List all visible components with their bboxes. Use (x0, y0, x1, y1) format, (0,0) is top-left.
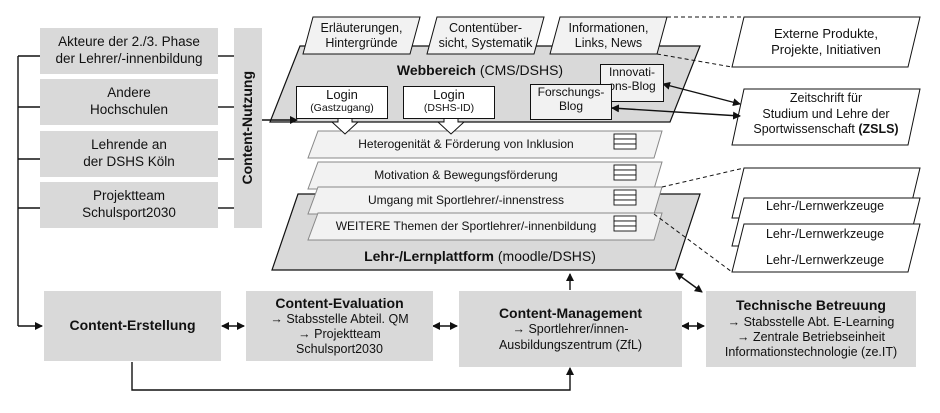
actor-box-phase: Akteure der 2./3. Phase der Lehrer/-inne… (40, 28, 218, 74)
tab-erlaeuterungen-shape (302, 16, 421, 55)
login-dshs-button[interactable]: Login (DSHS-ID) (403, 86, 495, 119)
technische-betreuung-body: → Stabsstelle Abt. E-Learning → Zentrale… (724, 314, 898, 360)
theme-strip-4 (307, 212, 663, 241)
content-management-box: Content-Management → Sportlehrer/innen- … (459, 291, 682, 367)
actor-box-lehrende: Lehrende an der DSHS Köln (40, 131, 218, 177)
content-erstellung-title: Content-Erstellung (69, 317, 196, 334)
actor-label-lehrende: Lehrende an der DSHS Köln (83, 137, 175, 169)
left-bracket-lines (17, 55, 234, 330)
content-evaluation-body: → Stabsstelle Abteil. QM → Projektteam S… (270, 312, 409, 357)
content-management-body: → Sportlehrer/innen- Ausbildungszentrum … (498, 322, 643, 352)
technische-betreuung-title: Technische Betreuung (736, 297, 886, 314)
theme-label-motivation[interactable]: Motivation & Bewegungsförderung (374, 168, 558, 183)
content-erstellung-box: Content-Erstellung (44, 291, 221, 361)
login-dshs-sub: (DSHS-ID) (423, 102, 475, 114)
research-blog[interactable]: Forschungs- Blog (530, 84, 612, 120)
theme-strip-1 (307, 130, 663, 159)
theme-label-stress[interactable]: Umgang mit Sportlehrer/-innenstress (367, 193, 565, 208)
actor-box-projektteam: Projektteam Schulsport2030 (40, 182, 218, 228)
webbereich-title-bold: Webbereich (396, 62, 476, 78)
login-guest-title: Login (326, 87, 358, 102)
content-nutzung-label: Content-Nutzung (239, 71, 256, 185)
external-products-shape (731, 16, 921, 68)
zeitschrift-abbr: (ZSLS) (858, 122, 899, 137)
theme-label-weitere[interactable]: WEITERE Themen der Sportlehrer/-innenbil… (335, 219, 597, 234)
login-guest-button[interactable]: Login (Gastzugang) (296, 86, 388, 119)
dashed-connectors (653, 16, 745, 273)
actor-label-projektteam: Projektteam Schulsport2030 (82, 188, 176, 220)
webbereich-title: Webbereich (CMS/DSHS) (360, 62, 600, 78)
zeitschrift-shape (731, 88, 921, 146)
tab-informationen[interactable]: Informationen, Links, News (568, 20, 649, 50)
webbereich-title-rest: (CMS/DSHS) (475, 62, 564, 78)
login-dshs-title: Login (433, 87, 465, 102)
tab-erlaeuterungen[interactable]: Erläuterungen, Hintergründe (320, 20, 403, 50)
lernplattform-title: Lehr-/Lernplattform (moodle/DSHS) (330, 248, 630, 264)
lernplattform-title-rest: (moodle/DSHS) (493, 248, 596, 264)
content-evaluation-box: Content-Evaluation → Stabsstelle Abteil.… (246, 291, 433, 361)
actor-label-hochschulen: Andere Hochschulen (89, 85, 169, 117)
tab-contentuebersicht-shape (426, 16, 545, 55)
login-guest-sub: (Gastzugang) (310, 102, 374, 114)
external-products-label: Externe Produkte, Projekte, Initiativen (771, 26, 881, 57)
content-management-title: Content-Management (498, 304, 643, 321)
arrows (131, 81, 741, 391)
tools-label-3: Lehr-/Lernwerkzeuge (765, 252, 885, 267)
tab-contentuebersicht[interactable]: Contentüber- sicht, Systematik (438, 20, 533, 50)
lernplattform-title-bold: Lehr-/Lernplattform (364, 248, 494, 264)
tools-label-2: Lehr-/Lernwerkzeuge (765, 226, 885, 241)
zeitschrift-label: Zeitschrift für Studium und Lehre der Sp… (736, 91, 916, 143)
actor-box-hochschulen: Andere Hochschulen (40, 79, 218, 125)
document-stack-icons (613, 133, 637, 232)
technische-betreuung-box: Technische Betreuung → Stabsstelle Abt. … (706, 291, 916, 367)
content-nutzung-bar: Content-Nutzung (234, 28, 262, 228)
content-evaluation-title: Content-Evaluation (275, 294, 404, 311)
tools-label-1: Lehr-/Lernwerkzeuge (765, 198, 885, 213)
zeitschrift-text: Zeitschrift für Studium und Lehre der Sp… (753, 91, 890, 137)
theme-label-heterogenitaet[interactable]: Heterogenität & Förderung von Inklusion (358, 137, 574, 152)
tools-shape-front (731, 223, 921, 273)
actor-label-phase: Akteure der 2./3. Phase der Lehrer/-inne… (55, 34, 203, 66)
